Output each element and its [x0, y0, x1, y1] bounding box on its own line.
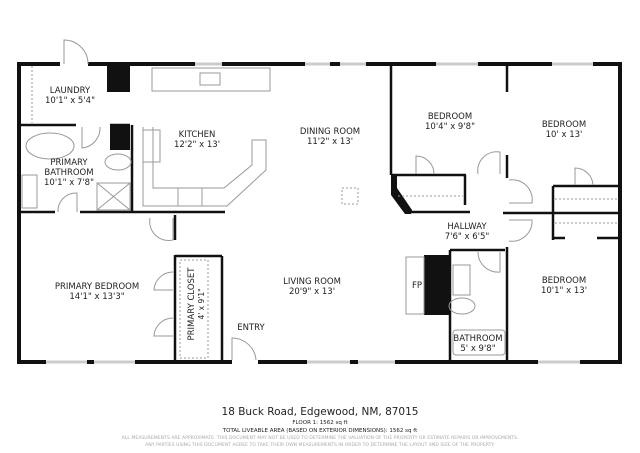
primary-bathroom-label-1: PRIMARY: [50, 158, 88, 168]
bathroom-label: BATHROOM: [453, 334, 502, 344]
bedroom-1-dims: 10'4" x 9'8": [425, 122, 475, 132]
primary-bathroom-dims: 10'1" x 7'8": [44, 178, 94, 188]
primary-bedroom-label: PRIMARY BEDROOM: [55, 282, 139, 292]
floor-area: FLOOR 1: 1562 sq ft: [292, 420, 348, 426]
laundry-label: LAUNDRY: [50, 86, 91, 96]
living-room-label: LIVING ROOM: [283, 277, 341, 287]
fixtures: [21, 66, 618, 359]
bedroom-2-label: BEDROOM: [542, 120, 586, 130]
room-labels: LAUNDRY 10'1" x 5'4" PRIMARY BATHROOM 10…: [44, 86, 587, 354]
kitchen-label: KITCHEN: [179, 130, 216, 140]
hallway-label: HALLWAY: [447, 222, 487, 232]
dining-room-dims: 11'2" x 13': [307, 137, 353, 147]
solid-blocks: [107, 63, 450, 315]
entry-label: ENTRY: [237, 323, 265, 333]
total-area: TOTAL LIVEABLE AREA (BASED ON EXTERIOR D…: [222, 428, 418, 434]
dining-room-label: DINING ROOM: [300, 127, 360, 137]
primary-bedroom-dims: 14'1" x 13'3": [69, 292, 124, 302]
windows: [46, 62, 593, 364]
hallway-dims: 7'6" x 6'5": [445, 232, 490, 242]
primary-closet-label: PRIMARY CLOSET: [187, 267, 197, 341]
fireplace-label: FP: [412, 281, 422, 291]
bedroom-1-label: BEDROOM: [428, 112, 472, 122]
living-room-dims: 20'9" x 13': [289, 287, 335, 297]
bathroom-dims: 5' x 9'8": [460, 344, 495, 354]
disclaimer-line-2: ANY PARTIES USING THIS DOCUMENT AGREE TO…: [145, 443, 495, 448]
bedroom-2-dims: 10' x 13': [546, 130, 583, 140]
laundry-dims: 10'1" x 5'4": [45, 96, 95, 106]
kitchen-dims: 12'2" x 13': [174, 140, 220, 150]
bedroom-3-label: BEDROOM: [542, 276, 586, 286]
doors[interactable]: [57, 39, 594, 361]
floor-plan: LAUNDRY 10'1" x 5'4" PRIMARY BATHROOM 10…: [17, 39, 622, 364]
disclaimer-line-1: ALL MEASUREMENTS ARE APPROXIMATE. THIS D…: [121, 436, 519, 441]
interior-walls: [20, 64, 621, 362]
primary-bathroom-label-2: BATHROOM: [44, 168, 93, 178]
primary-closet-dims: 4' x 9'1": [197, 288, 206, 319]
address: 18 Buck Road, Edgewood, NM, 87015: [221, 406, 419, 418]
bedroom-3-dims: 10'1" x 13': [541, 286, 587, 296]
